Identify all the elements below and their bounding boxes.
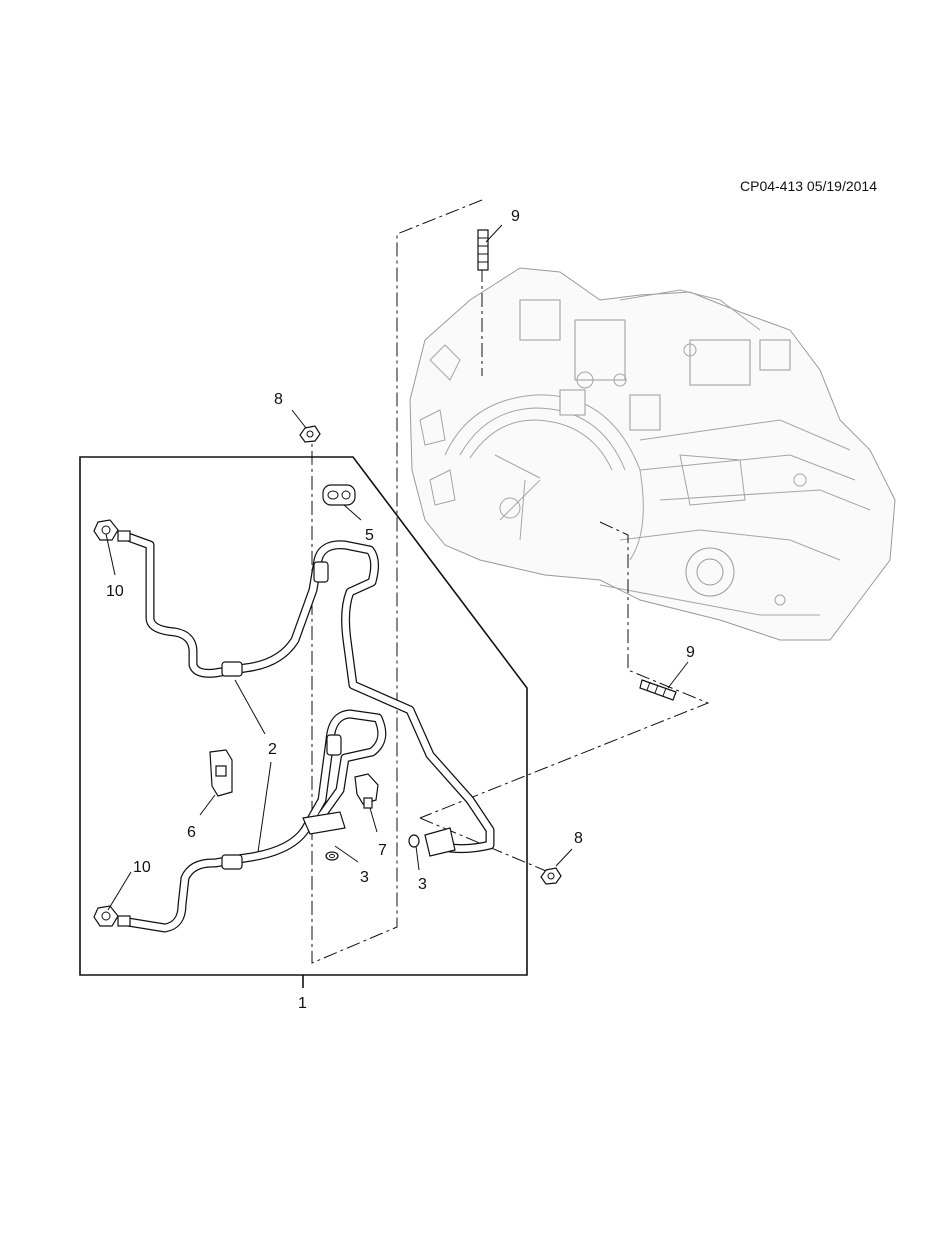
cooler-hose-upper [123,532,495,854]
cooler-hose-lower [123,709,387,933]
transmission-assembly [409,267,896,641]
callout-9-top: 9 [511,208,520,225]
fitting-10-bottom [93,905,131,927]
seal-3-right [408,827,456,857]
fitting-10-top [93,519,131,542]
callout-6: 6 [187,824,196,841]
callout-9-right: 9 [686,644,695,661]
assembly-box [79,456,528,988]
stud-9-top [477,229,489,271]
callout-7: 7 [378,842,387,859]
callout-2: 2 [268,741,277,758]
stud-9-right [639,679,677,701]
callout-5: 5 [365,527,374,544]
callout-10-bottom: 10 [133,859,151,876]
alignment-lines [311,199,710,964]
callout-10-top: 10 [106,583,124,600]
seal-3-left [325,851,339,861]
clip-6 [209,749,233,797]
callout-1: 1 [298,995,307,1012]
nut-8-right [540,867,562,885]
document-id: CP04-413 05/19/2014 [740,178,877,194]
callout-8-top: 8 [274,391,283,408]
callout-3-left: 3 [360,869,369,886]
callout-3-right: 3 [418,876,427,893]
callout-8-right: 8 [574,830,583,847]
clip-7 [354,773,379,809]
bracket-5 [322,484,356,506]
leader-lines [105,224,689,911]
callouts: 9 8 5 10 2 6 7 10 3 3 8 9 1 [106,208,695,1012]
nut-8-top [299,425,321,443]
